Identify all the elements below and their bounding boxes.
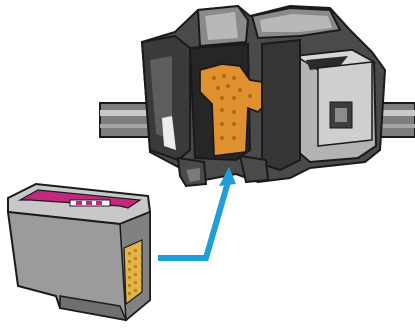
print-carriage-illustration [142, 6, 385, 186]
ink-cartridge-illustration [8, 184, 150, 320]
